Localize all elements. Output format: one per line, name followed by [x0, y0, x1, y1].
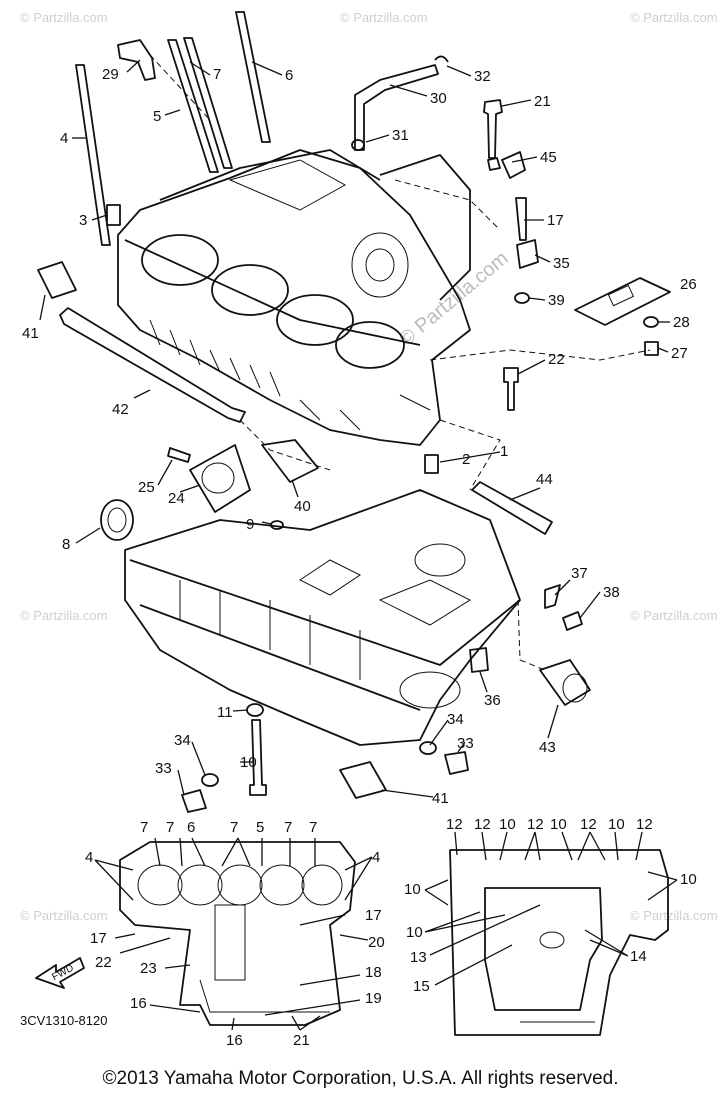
- gasket-callout-4-left: 4: [85, 849, 93, 866]
- drawing-code: 3CV1310-8120: [20, 1013, 107, 1028]
- callout-37: 37: [571, 565, 588, 582]
- gasket-callout-5: 5: [256, 819, 264, 836]
- pan-callout-10-mid: 10: [406, 924, 423, 941]
- leader-lines: [39, 54, 670, 798]
- pan-callout-12c: 12: [527, 816, 544, 833]
- callout-34-right: 34: [447, 711, 464, 728]
- watermark-7: © Partzilla.com: [630, 908, 718, 923]
- pan-callout-10-left: 10: [404, 881, 421, 898]
- callout-4: 4: [60, 130, 68, 147]
- callout-7: 7: [213, 66, 221, 83]
- pan-callout-12a: 12: [446, 816, 463, 833]
- callout-38: 38: [603, 584, 620, 601]
- gasket-callout-20: 20: [368, 934, 385, 951]
- watermark-6: © Partzilla.com: [20, 908, 108, 923]
- watermark-2: © Partzilla.com: [340, 10, 428, 25]
- callout-11: 11: [217, 704, 233, 721]
- gasket-callout-7a: 7: [140, 819, 148, 836]
- callout-17: 17: [547, 212, 564, 229]
- pan-callout-10b: 10: [550, 816, 567, 833]
- callout-33-right: 33: [457, 735, 474, 752]
- gasket-callout-19: 19: [365, 990, 382, 1007]
- pan-callout-10c: 10: [608, 816, 625, 833]
- callout-22: 22: [548, 351, 565, 368]
- watermarks: © Partzilla.com © Partzilla.com © Partzi…: [20, 10, 718, 923]
- pan-callout-10-right: 10: [680, 871, 697, 888]
- gasket-callout-18: 18: [365, 964, 382, 981]
- callout-43: 43: [539, 739, 556, 756]
- copyright-notice: ©2013 Yamaha Motor Corporation, U.S.A. A…: [102, 1068, 619, 1089]
- gasket-callout-17: 17: [365, 907, 382, 924]
- callout-44: 44: [536, 471, 553, 488]
- watermark-5: © Partzilla.com: [630, 608, 718, 623]
- callout-28: 28: [673, 314, 690, 331]
- watermark-4: © Partzilla.com: [20, 608, 108, 623]
- callout-35: 35: [553, 255, 570, 272]
- gasket-callout-6: 6: [187, 819, 195, 836]
- pan-callout-12d: 12: [580, 816, 597, 833]
- gasket-callout-16-bottom: 16: [226, 1032, 243, 1049]
- gasket-view-right: [424, 831, 678, 1036]
- callout-39: 39: [548, 292, 565, 309]
- upper-crankcase: [117, 149, 471, 446]
- pan-callout-13: 13: [410, 949, 427, 966]
- watermark-3: © Partzilla.com: [630, 10, 718, 25]
- gasket-callout-16-left: 16: [130, 995, 147, 1012]
- callout-3: 3: [79, 212, 87, 229]
- gasket-callout-7d: 7: [284, 819, 292, 836]
- pan-callout-12b: 12: [474, 816, 491, 833]
- callout-31: 31: [392, 127, 409, 144]
- gasket-callout-7c: 7: [230, 819, 238, 836]
- gasket-callout-22: 22: [95, 954, 112, 971]
- callout-41-lower: 41: [432, 790, 449, 807]
- callout-42: 42: [112, 401, 129, 418]
- gasket-callout-4-right: 4: [372, 849, 380, 866]
- gasket-callout-7e: 7: [309, 819, 317, 836]
- callout-9: 9: [246, 516, 254, 533]
- callout-30: 30: [430, 90, 447, 107]
- callout-21: 21: [534, 93, 551, 110]
- studs-and-bolts: [37, 11, 671, 813]
- callout-41: 41: [22, 325, 39, 342]
- callout-40: 40: [294, 498, 311, 515]
- gasket-view-left: [94, 837, 373, 1031]
- watermark-1: © Partzilla.com: [20, 10, 108, 25]
- pan-callout-15: 15: [413, 978, 430, 995]
- pan-callout-14: 14: [630, 948, 647, 965]
- watermark-center: © Partzilla.com: [395, 247, 512, 350]
- callout-5: 5: [153, 108, 161, 125]
- gasket-callout-17-left: 17: [90, 930, 107, 947]
- gasket-callout-7b: 7: [166, 819, 174, 836]
- callout-labels: 29 7 6 32 30 21 5 4 31 45 3 17 35 26 41 …: [22, 66, 697, 1049]
- callout-27: 27: [671, 345, 688, 362]
- callout-36: 36: [484, 692, 501, 709]
- callout-32: 32: [474, 68, 491, 85]
- callout-25: 25: [138, 479, 155, 496]
- callout-8: 8: [62, 536, 70, 553]
- callout-24: 24: [168, 490, 185, 507]
- pan-callout-10a: 10: [499, 816, 516, 833]
- callout-2: 2: [462, 451, 470, 468]
- lower-crankcase: [124, 489, 521, 746]
- callout-45: 45: [540, 149, 557, 166]
- callout-33-left: 33: [155, 760, 172, 777]
- callout-10: 10: [240, 754, 257, 771]
- callout-1: 1: [500, 443, 508, 460]
- callout-34-left: 34: [174, 732, 191, 749]
- gasket-callout-21: 21: [293, 1032, 310, 1049]
- callout-6: 6: [285, 67, 293, 84]
- pan-callout-12e: 12: [636, 816, 653, 833]
- gasket-callout-23: 23: [140, 960, 157, 977]
- callout-26: 26: [680, 276, 697, 293]
- callout-29: 29: [102, 66, 119, 83]
- fwd-arrow-icon: FWD: [35, 957, 85, 989]
